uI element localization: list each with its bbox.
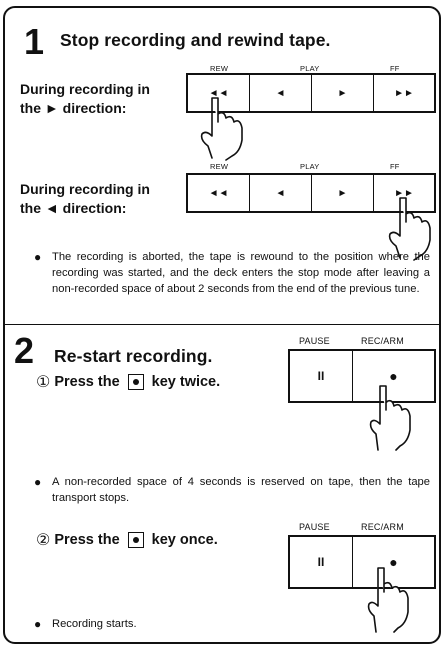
bullet: ● xyxy=(34,475,42,489)
pause-rec-keys: II ● xyxy=(288,349,436,403)
pause-key[interactable]: II xyxy=(290,351,353,401)
substep-1: ① Press the key twice. xyxy=(36,372,220,392)
rec-arm-key-2[interactable]: ● xyxy=(389,554,398,570)
rew-key[interactable]: ◄◄ xyxy=(188,75,250,111)
substep-1-post: key twice. xyxy=(151,374,221,390)
step-1-number: 1 xyxy=(24,21,45,62)
substep-2-post: key once. xyxy=(151,532,218,548)
rec-key-icon xyxy=(127,374,144,390)
rew-label: REW xyxy=(210,64,229,73)
step-2-number: 2 xyxy=(14,330,35,371)
section-divider xyxy=(3,324,441,325)
pointing-hand-icon xyxy=(200,97,243,161)
ff-key[interactable]: ►► xyxy=(394,87,414,99)
ff-key-2[interactable]: ►► xyxy=(394,187,414,199)
reverse-play-key[interactable]: ◄ xyxy=(250,75,312,111)
rew-label-2: REW xyxy=(210,162,229,171)
pause-rec-keys-2: II ● xyxy=(288,535,436,589)
rew-key-2[interactable]: ◄◄ xyxy=(188,175,250,211)
rec-key-icon xyxy=(127,532,144,548)
substep-1-pre: Press the xyxy=(54,374,120,390)
step-1-title: Stop recording and rewind tape. xyxy=(60,30,331,50)
page-frame xyxy=(3,6,441,644)
pointing-hand-icon-4 xyxy=(367,567,409,633)
play-label: PLAY xyxy=(300,64,320,73)
pointing-hand-icon-2 xyxy=(388,197,431,261)
ff-label-2: FF xyxy=(390,162,400,171)
rec-arm-key[interactable]: ● xyxy=(389,368,398,384)
reverse-case-label: During recording in the ◄ direction: xyxy=(20,181,150,216)
step-2-note-1: ● A non-recorded space of 4 seconds is r… xyxy=(34,474,430,506)
substep-1-number: ① xyxy=(36,374,51,391)
reverse-play-key-2[interactable]: ◄ xyxy=(250,175,312,211)
transport-keys-reverse: ◄◄ ◄ ► ►► xyxy=(186,173,436,213)
substep-2-pre: Press the xyxy=(54,532,120,548)
substep-2-number: ② xyxy=(36,532,51,549)
bullet: ● xyxy=(34,250,42,264)
step-1-note-text: The recording is aborted, the tape is re… xyxy=(52,251,430,295)
bullet: ● xyxy=(34,617,42,631)
substep-2: ② Press the key once. xyxy=(36,530,218,550)
rec-arm-label: REC/ARM xyxy=(361,336,404,346)
pointing-hand-icon-3 xyxy=(369,385,411,451)
pause-label: PAUSE xyxy=(299,336,330,346)
step-2-note-2: ● Recording starts. xyxy=(34,616,234,632)
step-2-note-1-text: A non-recorded space of 4 seconds is res… xyxy=(52,476,430,504)
pause-key-2[interactable]: II xyxy=(290,537,353,587)
forward-play-key-2[interactable]: ► xyxy=(312,175,374,211)
step-2-title: Re-start recording. xyxy=(54,346,213,366)
play-label-2: PLAY xyxy=(300,162,320,171)
pause-label-2: PAUSE xyxy=(299,522,330,532)
ff-label: FF xyxy=(390,64,400,73)
step-2-note-2-text: Recording starts. xyxy=(52,618,137,630)
transport-keys-forward: ◄◄ ◄ ► ►► xyxy=(186,73,436,113)
step-1-note: ● The recording is aborted, the tape is … xyxy=(34,249,430,297)
forward-play-key[interactable]: ► xyxy=(312,75,374,111)
forward-case-label: During recording in the ► direction: xyxy=(20,81,150,116)
rec-arm-label-2: REC/ARM xyxy=(361,522,404,532)
